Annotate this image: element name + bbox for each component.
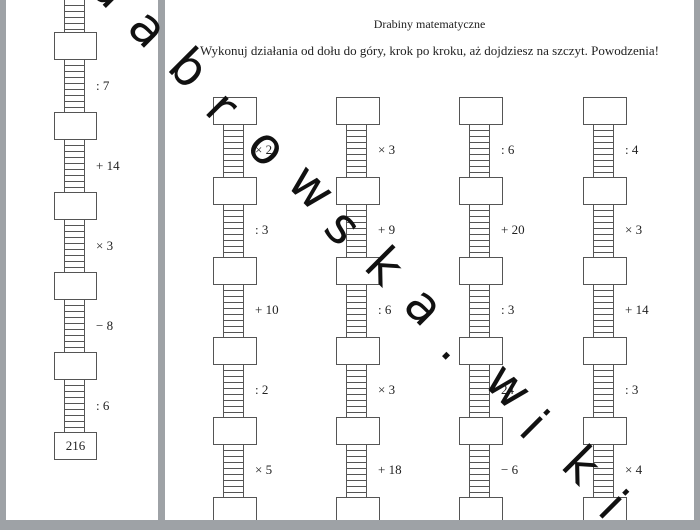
worksheet-instruction: Wykonuj działania od dołu do góry, krok … bbox=[199, 43, 660, 58]
left-worksheet-page: : 7 + 14 × 3 − 8 : 6 216 bbox=[6, 0, 158, 520]
ladder-rail bbox=[223, 365, 244, 417]
ladder-rail bbox=[64, 380, 85, 432]
operation-label: : 4 bbox=[625, 142, 639, 157]
ladder-box bbox=[213, 97, 257, 125]
operation-label: × 5 bbox=[255, 462, 273, 477]
operation-label: + 18 bbox=[378, 462, 402, 477]
ladder-box bbox=[213, 417, 257, 445]
operation-label: + 20 bbox=[501, 222, 525, 237]
ladder-box bbox=[459, 177, 503, 205]
operation-label: − 8 bbox=[96, 318, 114, 333]
operation-label: × 3 bbox=[378, 382, 396, 397]
ladder-rail bbox=[223, 285, 244, 337]
operation-label: : 6 bbox=[501, 142, 515, 157]
ladder-box bbox=[459, 337, 503, 365]
operation-label: : 3 bbox=[501, 302, 515, 317]
operation-label: + 10 bbox=[255, 302, 279, 317]
ladder-box bbox=[459, 97, 503, 125]
worksheet-title: Drabiny matematyczne bbox=[373, 17, 486, 31]
ladder-box bbox=[213, 337, 257, 365]
operation-label: : 6 bbox=[96, 398, 110, 413]
ladder-rail bbox=[64, 220, 85, 272]
ladder-rail bbox=[346, 285, 367, 337]
ladder-box bbox=[583, 97, 627, 125]
ladder-rail bbox=[593, 445, 614, 497]
ladder-rail bbox=[64, 60, 85, 112]
ladder-box bbox=[336, 417, 380, 445]
ladder-box bbox=[54, 352, 97, 380]
ladder-box bbox=[54, 32, 97, 60]
ladder-rail bbox=[469, 125, 490, 177]
ladder-rail bbox=[469, 205, 490, 257]
ladder-box bbox=[213, 177, 257, 205]
ladder-rail bbox=[346, 125, 367, 177]
ladder-box bbox=[54, 192, 97, 220]
ladder-box bbox=[336, 177, 380, 205]
operation-label: : 2 bbox=[255, 382, 269, 397]
ladder-rail bbox=[469, 285, 490, 337]
start-value: 216 bbox=[65, 438, 86, 453]
operation-label: × 2 bbox=[255, 142, 273, 157]
ladder-rail bbox=[223, 125, 244, 177]
ladder-box bbox=[54, 272, 97, 300]
ladder-box bbox=[54, 112, 97, 140]
operation-label: × 4 bbox=[625, 462, 643, 477]
operation-label: × 3 bbox=[96, 238, 114, 253]
ladder-box bbox=[583, 497, 627, 520]
ladder-box bbox=[336, 337, 380, 365]
ladder-box bbox=[583, 257, 627, 285]
operation-label: : 3 bbox=[255, 222, 269, 237]
ladder-rail bbox=[593, 285, 614, 337]
start-value-box: 216 bbox=[54, 432, 97, 460]
operation-label: × 3 bbox=[378, 142, 396, 157]
ladder-rail bbox=[593, 205, 614, 257]
ladder-box bbox=[583, 177, 627, 205]
ladder-rail bbox=[64, 0, 85, 32]
ladder-box bbox=[336, 257, 380, 285]
ladder-box bbox=[213, 257, 257, 285]
ladder-box bbox=[459, 257, 503, 285]
operation-label: + 14 bbox=[96, 158, 120, 173]
operation-label: 24 bbox=[501, 382, 514, 397]
operation-label: : 6 bbox=[378, 302, 392, 317]
ladder-rail bbox=[223, 445, 244, 497]
ladder-rail bbox=[469, 365, 490, 417]
ladder-rail bbox=[64, 140, 85, 192]
ladder-rail bbox=[64, 300, 85, 352]
ladder-box bbox=[583, 337, 627, 365]
ladder-rail bbox=[469, 445, 490, 497]
ladder-box bbox=[583, 417, 627, 445]
ladder-rail bbox=[346, 445, 367, 497]
right-worksheet-page: Drabiny matematyczne Wykonuj działania o… bbox=[165, 0, 694, 520]
ladder-rail bbox=[223, 205, 244, 257]
ladder-rail bbox=[593, 365, 614, 417]
operation-label: : 7 bbox=[96, 78, 110, 93]
ladder-box bbox=[336, 497, 380, 520]
ladder-rail bbox=[593, 125, 614, 177]
ladder-box bbox=[336, 97, 380, 125]
ladder-rail bbox=[346, 365, 367, 417]
operation-label: − 6 bbox=[501, 462, 519, 477]
operation-label: × 3 bbox=[625, 222, 643, 237]
ladder-box bbox=[213, 497, 257, 520]
operation-label: : 3 bbox=[625, 382, 639, 397]
operation-label: + 9 bbox=[378, 222, 396, 237]
operation-label: + 14 bbox=[625, 302, 649, 317]
ladder-box bbox=[459, 417, 503, 445]
ladder-box bbox=[459, 497, 503, 520]
ladder-rail bbox=[346, 205, 367, 257]
